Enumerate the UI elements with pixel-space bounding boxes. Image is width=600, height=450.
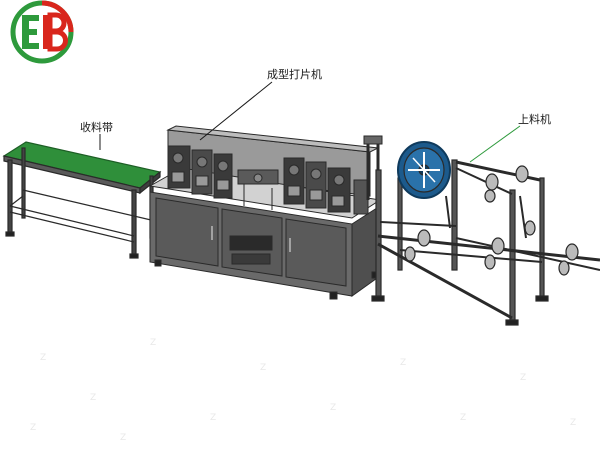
label-forming-machine: 成型打片机 — [267, 68, 322, 81]
collection-belt — [2, 141, 162, 259]
svg-text:Z: Z — [570, 418, 576, 428]
svg-text:Z: Z — [40, 353, 46, 363]
svg-text:Z: Z — [150, 338, 156, 348]
svg-text:Z: Z — [520, 373, 526, 383]
watermark-pattern: Z Z Z Z Z Z Z Z Z Z Z Z — [30, 338, 576, 443]
svg-text:Z: Z — [330, 403, 336, 413]
forming-machine — [148, 125, 383, 300]
material-reel — [397, 141, 451, 199]
label-feeding-rack: 上料机 — [518, 113, 551, 126]
label-collection-belt: 收料带 — [80, 121, 113, 134]
EB-logo — [10, 0, 74, 64]
feeding-rack — [371, 141, 600, 326]
svg-text:Z: Z — [120, 433, 126, 443]
leader-forming-machine — [199, 81, 273, 141]
svg-text:Z: Z — [90, 393, 96, 403]
feed-rollers — [404, 165, 579, 276]
svg-text:Z: Z — [210, 413, 216, 423]
leader-lines — [99, 81, 521, 163]
tooling-right — [283, 157, 369, 215]
tooling-middle — [237, 169, 279, 210]
svg-text:Z: Z — [460, 413, 466, 423]
tooling-left — [167, 145, 233, 199]
leader-feeding-rack — [469, 125, 521, 163]
svg-text:Z: Z — [260, 363, 266, 373]
svg-text:Z: Z — [30, 423, 36, 433]
svg-text:Z: Z — [400, 358, 406, 368]
